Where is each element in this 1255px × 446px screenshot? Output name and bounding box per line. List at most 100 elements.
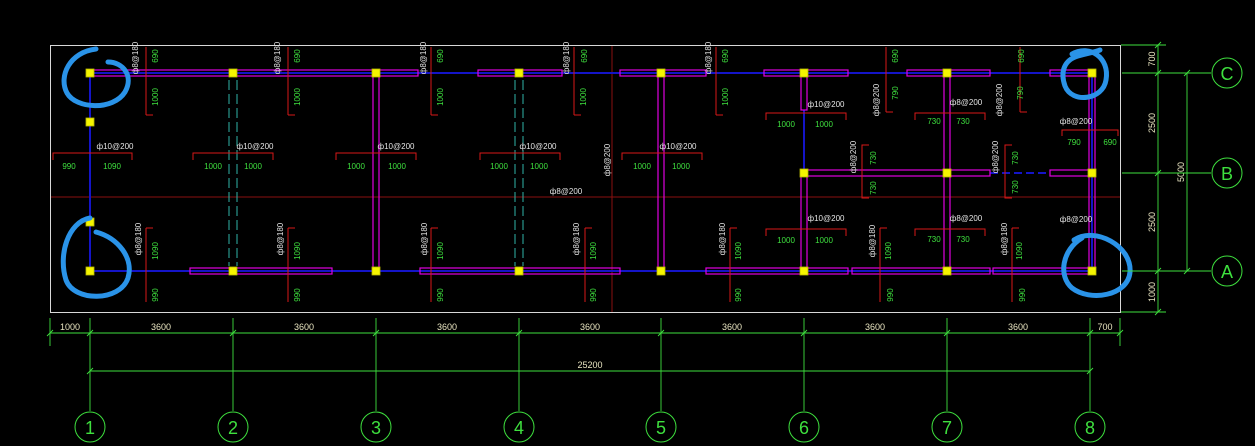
length-label: 690 bbox=[580, 49, 589, 63]
rebar-label: ф8@200 bbox=[950, 214, 983, 223]
length-label: 730 bbox=[927, 117, 941, 126]
length-label: 1000 bbox=[815, 236, 833, 245]
rebar-mark bbox=[335, 152, 417, 160]
rebar-mark bbox=[192, 152, 274, 160]
drawing-frame bbox=[50, 45, 1121, 313]
dimension-tick bbox=[1116, 329, 1124, 337]
rebar-label: ф10@200 bbox=[660, 142, 698, 151]
rebar-label: ф8@180 bbox=[718, 222, 727, 255]
length-label: 1090 bbox=[734, 242, 743, 260]
dimension-text: 3600 bbox=[151, 322, 171, 332]
axis-label: 6 bbox=[799, 418, 809, 438]
rebar-label: ф8@200 bbox=[872, 83, 881, 116]
axis-bubble-1 bbox=[74, 411, 106, 443]
length-label: 1090 bbox=[293, 242, 302, 260]
column bbox=[656, 266, 666, 276]
length-label: 1000 bbox=[151, 88, 160, 106]
length-label: 730 bbox=[869, 151, 878, 165]
length-label: 690 bbox=[891, 49, 900, 63]
length-label: 1000 bbox=[490, 162, 508, 171]
axis-bubble-4 bbox=[503, 411, 535, 443]
axis-bubble-7 bbox=[931, 411, 963, 443]
rebar-mark bbox=[861, 144, 869, 199]
axis-label: 7 bbox=[942, 418, 952, 438]
column bbox=[942, 68, 952, 78]
length-label: 1000 bbox=[633, 162, 651, 171]
wall-segment bbox=[189, 267, 333, 275]
rebar-label: ф8@180 bbox=[1000, 222, 1009, 255]
length-label: 1090 bbox=[589, 242, 598, 260]
dashed-beam-lines bbox=[228, 80, 524, 266]
markup-circle-bottom-left bbox=[60, 215, 132, 299]
length-label: 1090 bbox=[1015, 242, 1024, 260]
dimension-text: 700 bbox=[1147, 51, 1157, 66]
length-label: 990 bbox=[734, 288, 743, 302]
rebar-mark bbox=[765, 228, 847, 236]
rebar-label: ф10@200 bbox=[237, 142, 275, 151]
dimension-text: 1000 bbox=[60, 322, 80, 332]
columns bbox=[85, 68, 1097, 276]
axis-label: C bbox=[1221, 64, 1234, 84]
rebar-label: ф8@180 bbox=[420, 222, 429, 255]
dimension-text: 3600 bbox=[580, 322, 600, 332]
length-label: 990 bbox=[293, 288, 302, 302]
length-label: 730 bbox=[869, 181, 878, 195]
column bbox=[85, 266, 95, 276]
rebar-label: ф8@180 bbox=[572, 222, 581, 255]
axis-label: 8 bbox=[1085, 418, 1095, 438]
rebar-label: ф8@200 bbox=[1060, 215, 1093, 224]
rebar-label: ф10@200 bbox=[97, 142, 135, 151]
wall-segment bbox=[800, 175, 808, 269]
length-label: 730 bbox=[1011, 180, 1020, 194]
rebar-label: ф8@200 bbox=[995, 83, 1004, 116]
wall-segment bbox=[1049, 169, 1093, 177]
rebar-label: ф8@180 bbox=[419, 41, 428, 74]
length-label: 990 bbox=[151, 288, 160, 302]
wall-segment bbox=[800, 75, 808, 111]
column bbox=[514, 68, 524, 78]
axis-label: 1 bbox=[85, 418, 95, 438]
length-label: 990 bbox=[62, 162, 76, 171]
length-label: 1090 bbox=[436, 242, 445, 260]
rebar-mark bbox=[1061, 129, 1119, 136]
rebar-label: ф8@180 bbox=[273, 41, 282, 74]
dimension-text: 3600 bbox=[437, 322, 457, 332]
length-label: 1000 bbox=[244, 162, 262, 171]
vertical-axes: 1 2 3 4 5 6 7 8 bbox=[74, 318, 1106, 443]
rebar-label: ф10@200 bbox=[378, 142, 416, 151]
rebar-mark bbox=[52, 152, 133, 160]
rebar-mark bbox=[914, 228, 986, 236]
dimension-text: 2500 bbox=[1147, 212, 1157, 232]
rebar-mark bbox=[765, 112, 847, 120]
column bbox=[228, 68, 238, 78]
wall-segment bbox=[851, 267, 991, 275]
rebar-label: ф10@200 bbox=[808, 100, 846, 109]
length-label: 690 bbox=[436, 49, 445, 63]
length-label: 1000 bbox=[530, 162, 548, 171]
column bbox=[799, 68, 809, 78]
rebar-label: ф8@200 bbox=[849, 140, 858, 173]
axis-bubble-c bbox=[1211, 57, 1243, 89]
rebar-label: ф8@180 bbox=[131, 41, 140, 74]
length-label: 730 bbox=[1011, 151, 1020, 165]
length-label: 1090 bbox=[884, 242, 893, 260]
length-label: 730 bbox=[956, 235, 970, 244]
dimension-text: 700 bbox=[1097, 322, 1112, 332]
length-label: 1000 bbox=[436, 88, 445, 106]
dimension-tick bbox=[1154, 308, 1162, 316]
length-label: 690 bbox=[721, 49, 730, 63]
markup-circle-bottom-right bbox=[1061, 232, 1133, 298]
column bbox=[942, 168, 952, 178]
rebar-label: ф8@180 bbox=[276, 222, 285, 255]
length-label: 790 bbox=[1067, 138, 1081, 147]
axis-bubble-b bbox=[1211, 157, 1243, 189]
length-label: 1090 bbox=[103, 162, 121, 171]
axis-label: 5 bbox=[656, 418, 666, 438]
dimension-total-text: 25200 bbox=[577, 360, 602, 370]
column bbox=[1087, 266, 1097, 276]
length-label: 1090 bbox=[151, 242, 160, 260]
dimension-text: 1000 bbox=[1147, 282, 1157, 302]
axis-bubble-a bbox=[1211, 255, 1243, 287]
column bbox=[1087, 68, 1097, 78]
